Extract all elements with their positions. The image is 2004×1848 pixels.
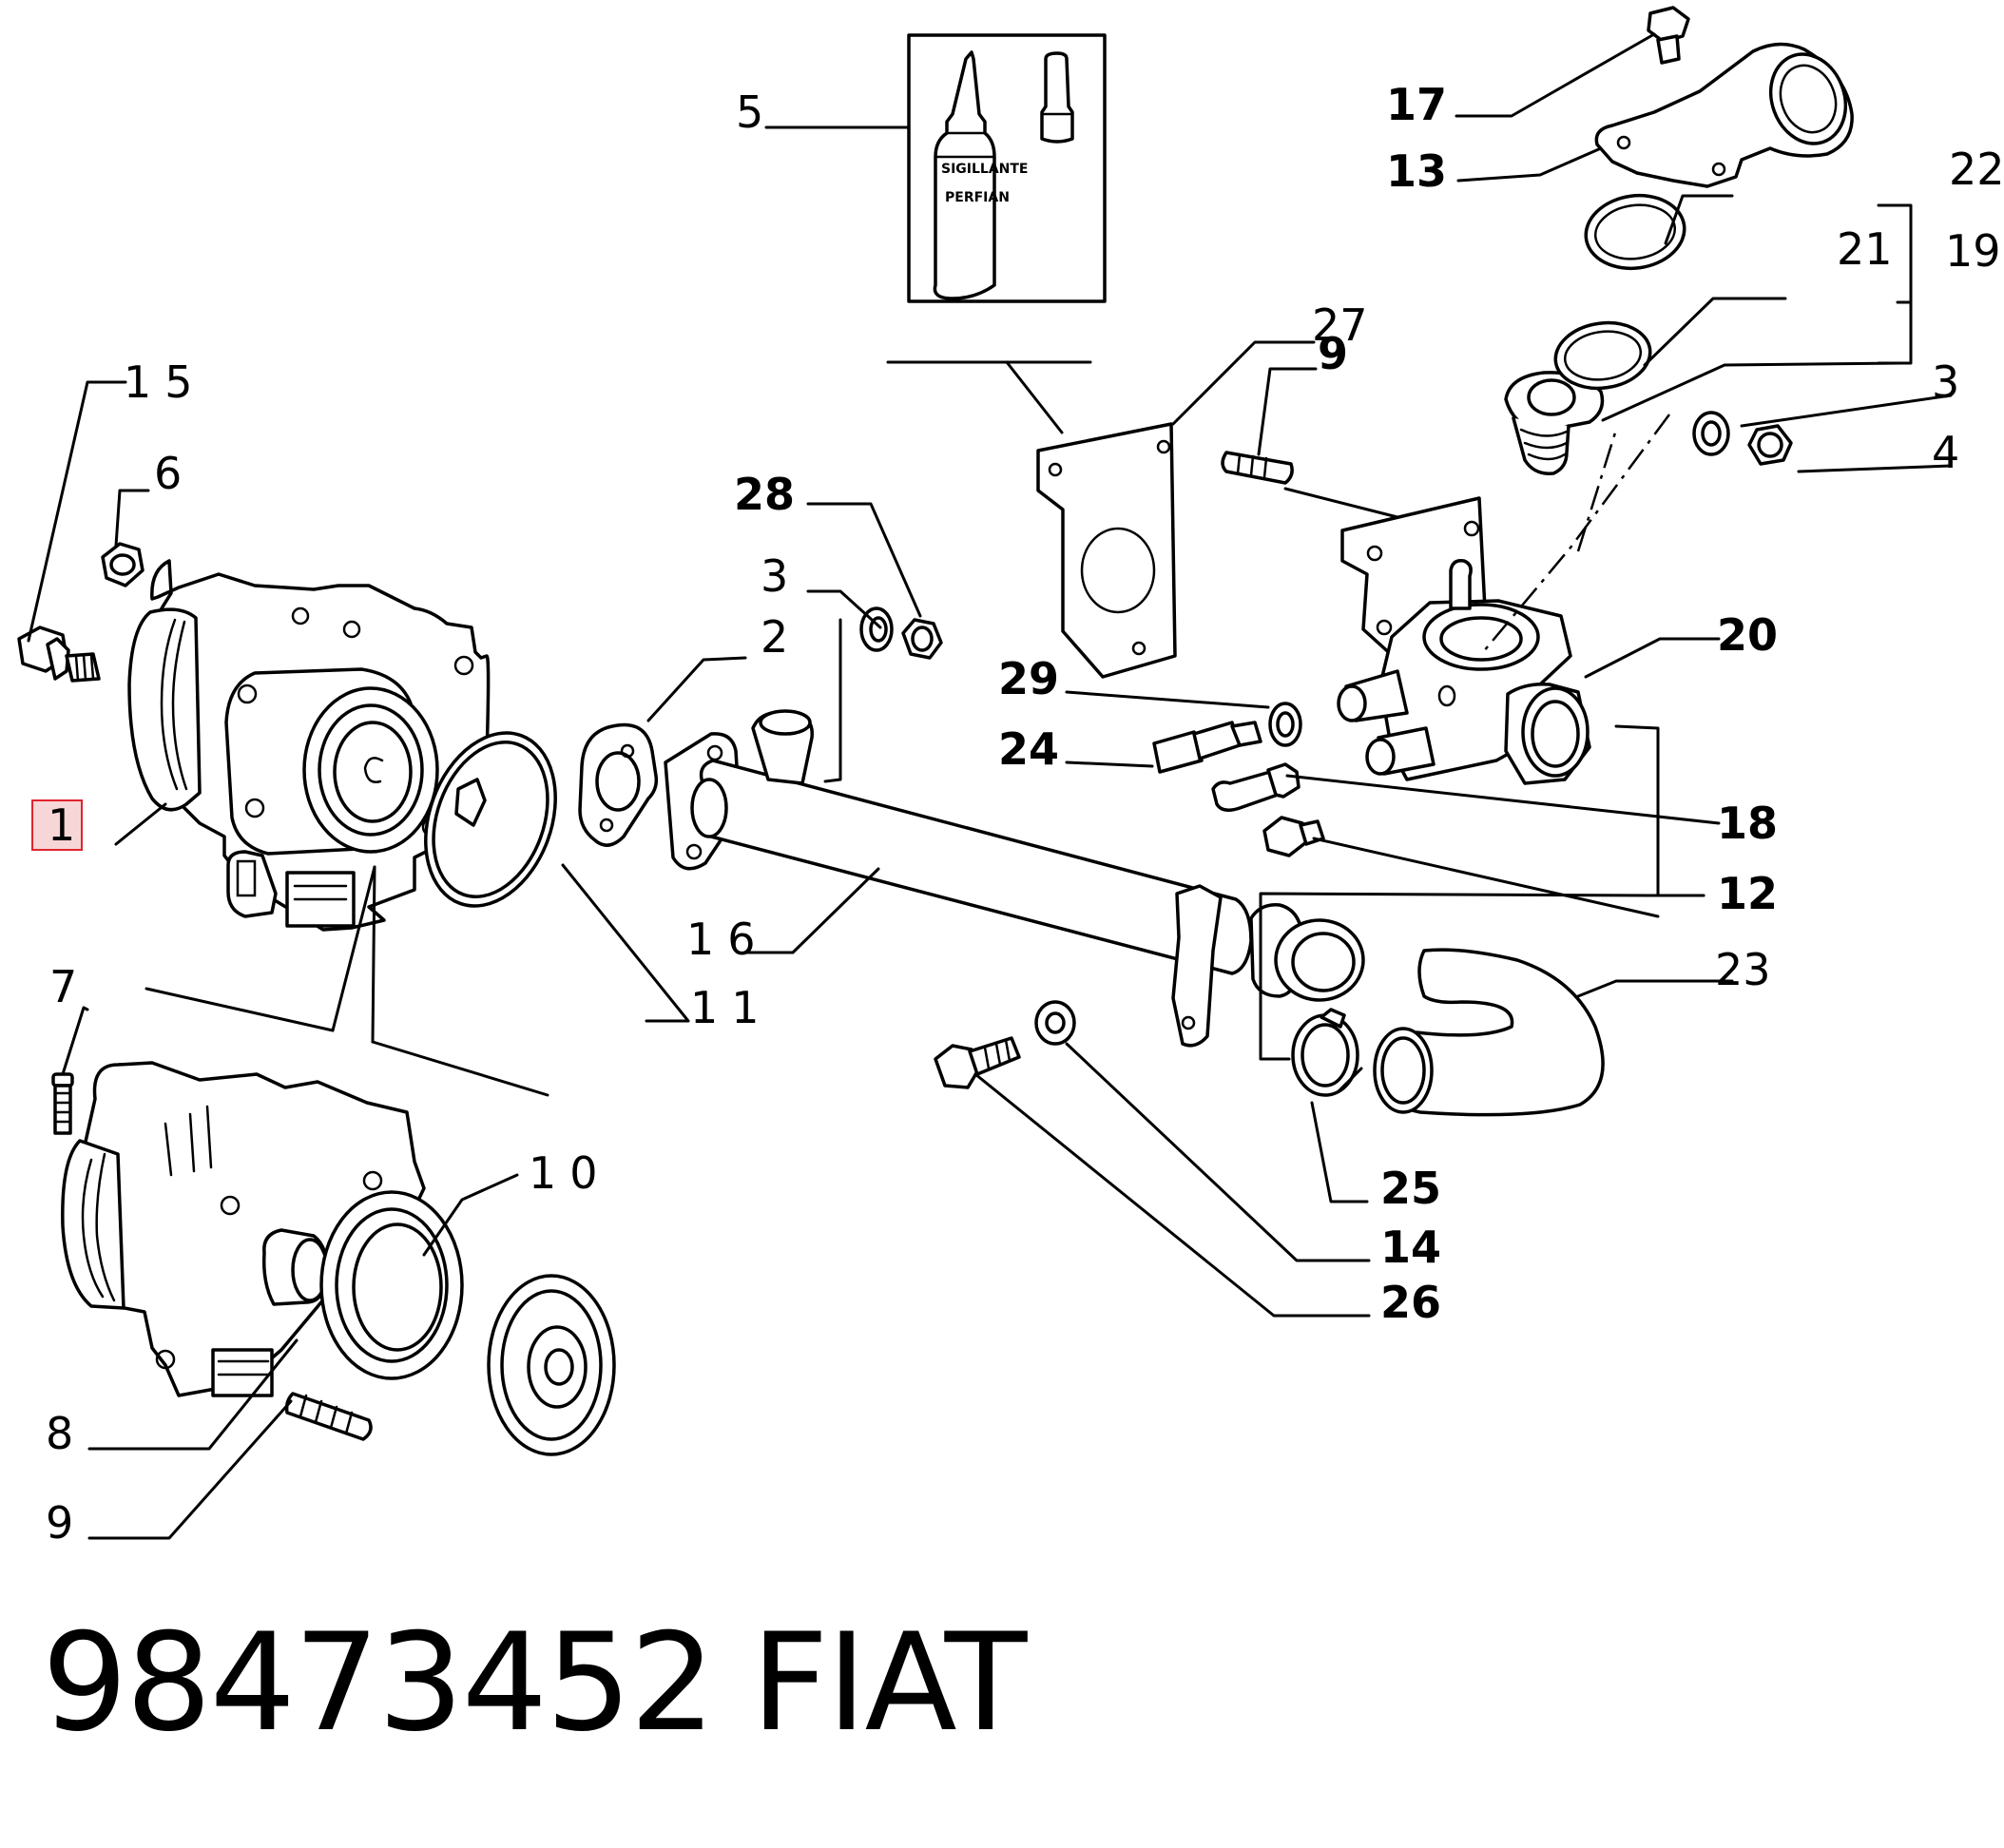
callout-6: 6 [154, 448, 182, 499]
callout-23: 23 [1715, 944, 1771, 995]
nut-6 [101, 542, 145, 587]
nut-4 [1747, 424, 1793, 466]
bolt-17 [1647, 6, 1690, 65]
callout-18: 18 [1717, 798, 1778, 849]
thermostat-19 [1504, 371, 1605, 475]
callout-12: 12 [1717, 868, 1778, 919]
part-number: 98473452 [42, 1605, 716, 1761]
callout-16: 16 [686, 914, 769, 965]
brand-name: FIAT [751, 1605, 1027, 1761]
pulley [487, 1274, 616, 1456]
callout-19: 19 [1945, 225, 2001, 277]
callout-1: 1 [48, 799, 75, 851]
callout-7: 7 [49, 961, 77, 1012]
nut-28 [901, 618, 943, 660]
callout-5: 5 [736, 87, 763, 138]
callout-14: 14 [1380, 1222, 1441, 1273]
callout-15: 15 [124, 356, 206, 408]
temperature-sensor-24 [1152, 721, 1262, 774]
pipe-16 [664, 709, 1365, 1048]
stud-9-right [1221, 451, 1294, 485]
callout-3-upper: 3 [761, 550, 788, 602]
callout-25: 25 [1380, 1163, 1441, 1214]
bottle-label-line-2: PERFIAN [945, 190, 1010, 205]
callout-22: 22 [1949, 144, 2004, 195]
clamp-25 [1291, 1008, 1359, 1097]
callout-11: 11 [690, 982, 773, 1033]
callout-26: 26 [1380, 1277, 1441, 1328]
washer-14 [1034, 1000, 1076, 1046]
callout-13: 13 [1386, 145, 1447, 197]
sealant-kit: SIGILLANTE PERFIAN [907, 33, 1107, 303]
callout-10: 10 [529, 1147, 611, 1199]
bolt-26 [934, 1036, 1021, 1089]
switch-18 [1211, 762, 1301, 812]
bottle-label-line-1: SIGILLANTE [941, 162, 1029, 177]
callout-3-right: 3 [1932, 356, 1959, 408]
bracket-27 [1036, 422, 1177, 679]
washer-3-right [1692, 411, 1730, 456]
seal-10 [319, 1190, 464, 1380]
outlet-13 [1594, 42, 1854, 188]
callout-8: 8 [46, 1408, 73, 1459]
callout-24: 24 [998, 723, 1059, 775]
highlight-box [31, 799, 83, 851]
callout-21: 21 [1837, 223, 1893, 275]
water-pump-assembly [127, 559, 491, 932]
water-pump-detail [61, 1061, 426, 1397]
callout-28: 28 [734, 469, 795, 520]
gasket-2 [578, 722, 659, 847]
hose-23 [1373, 948, 1605, 1117]
gasket-22 [1584, 193, 1686, 271]
callout-20: 20 [1717, 609, 1778, 661]
callout-29: 29 [998, 653, 1059, 704]
callout-4: 4 [1932, 427, 1959, 478]
pin-7 [51, 1072, 74, 1135]
thermostat-housing-20 [1337, 496, 1591, 785]
callout-9-right: 9 [1318, 328, 1348, 379]
callout-2: 2 [761, 611, 788, 663]
callout-17: 17 [1386, 79, 1447, 130]
plug-12 [1262, 816, 1325, 857]
callout-27: 27 [1312, 299, 1368, 351]
callout-labels: 1 2 3 3 4 5 6 7 8 9 9 10 11 12 13 14 15 … [31, 79, 2004, 1549]
leader-lines [27, 32, 1953, 1540]
bolt-15 [17, 626, 101, 683]
o-ring-11 [424, 731, 557, 908]
washer-29 [1268, 702, 1302, 747]
callout-9-left: 9 [46, 1497, 73, 1549]
stud-9-left [284, 1392, 373, 1441]
